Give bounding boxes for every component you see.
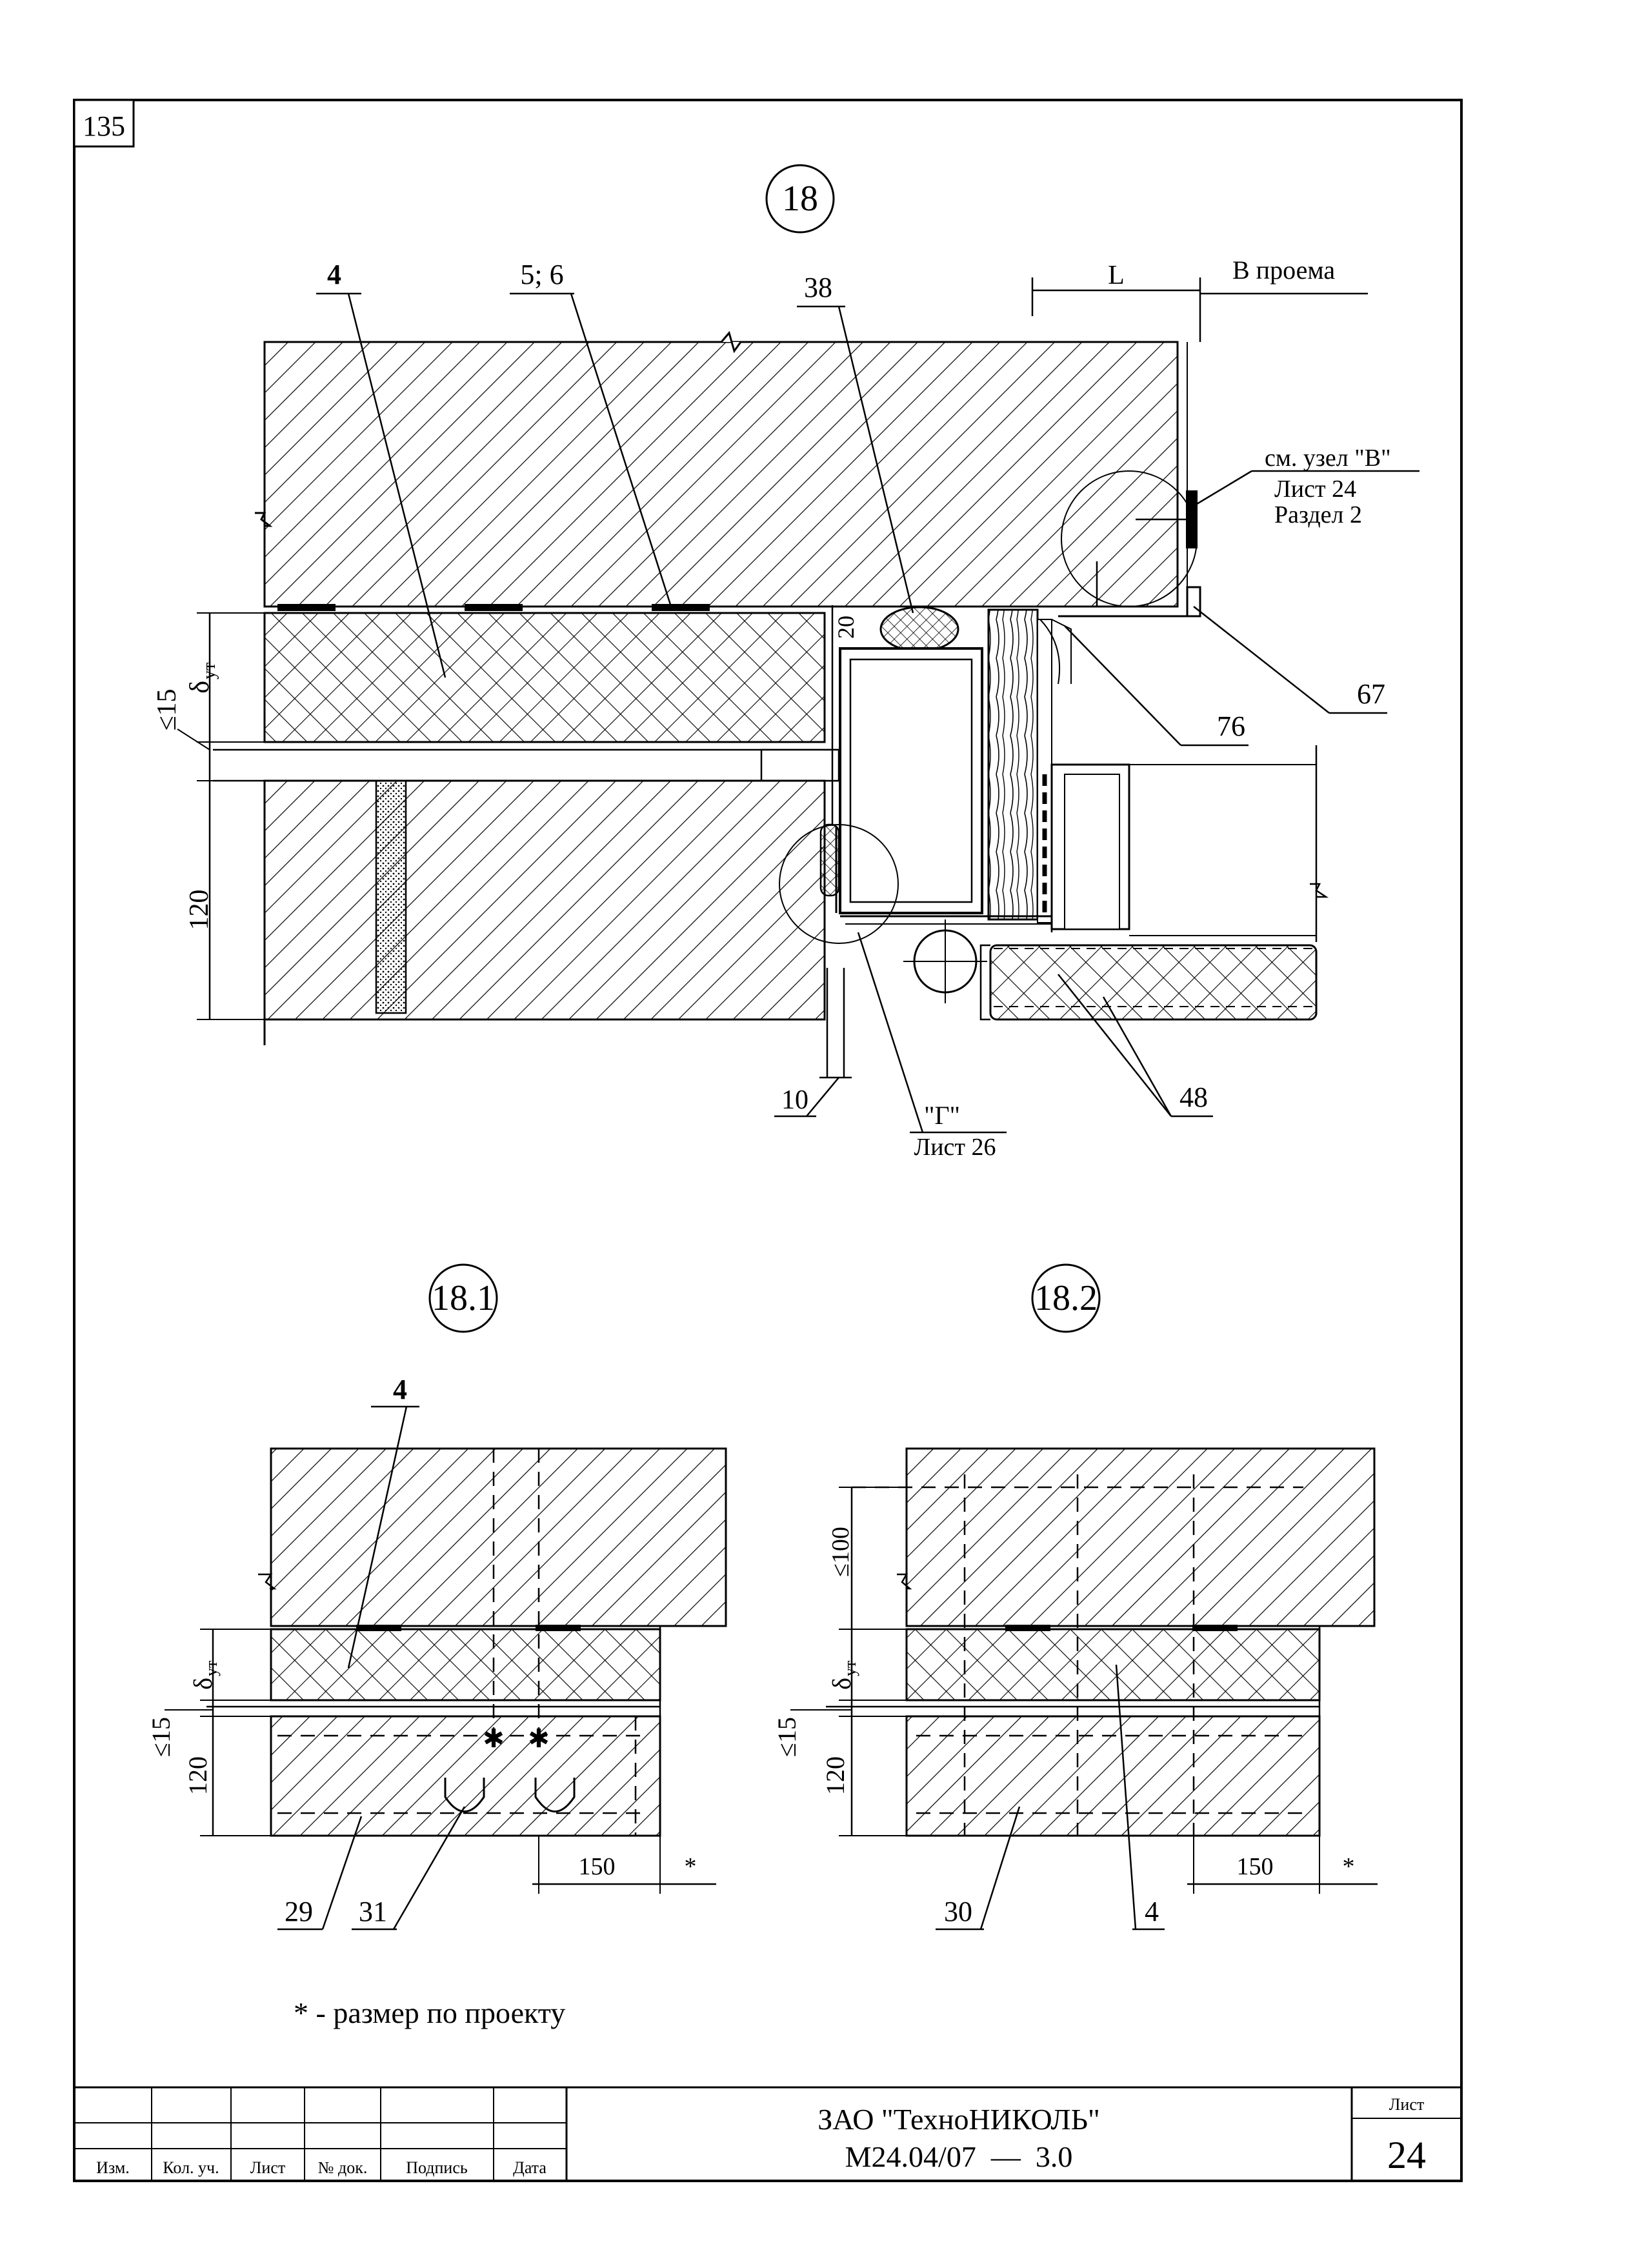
dim-18-2-le15: ≤15: [772, 1717, 801, 1757]
ref-g-line1: "Г": [924, 1101, 960, 1130]
detail-18: 18 20: [152, 164, 1419, 1161]
dim-18-2-delta-sub: ут: [841, 1661, 859, 1676]
label-76: 76: [1217, 710, 1245, 742]
callout-circle-v: [1061, 470, 1198, 607]
mortar-joint: [375, 779, 407, 1014]
dim-18-1-le15: ≤15: [146, 1717, 176, 1757]
detail-18-2-id: 18.2: [1034, 1278, 1098, 1318]
label-31: 31: [359, 1896, 387, 1927]
dim-18-1-star: *: [685, 1853, 697, 1880]
col-list: Лист: [250, 2158, 285, 2177]
sealant-38: [879, 606, 959, 652]
label-67: 67: [1357, 678, 1385, 710]
lower-wall-hatch: [263, 779, 826, 1021]
label-30: 30: [944, 1896, 972, 1927]
label-18-2-4: 4: [1145, 1896, 1159, 1927]
sheet-number: 24: [1387, 2134, 1426, 2176]
insulation-layer: [263, 612, 826, 743]
dim-18-1-delta-sub: ут: [202, 1661, 221, 1676]
sealant-strip: [277, 604, 336, 611]
dim-delta: δ: [185, 681, 215, 694]
company-name: ЗАО "ТехноНИКОЛЬ": [818, 2103, 1100, 2136]
sheet-label: Лист: [1389, 2095, 1424, 2114]
break-mark: [255, 512, 273, 527]
upper-wall-hatch: [263, 341, 1179, 608]
label-48: 48: [1179, 1081, 1208, 1113]
svg-text:✱: ✱: [528, 1724, 550, 1753]
label-10: 10: [781, 1085, 808, 1115]
dim-18-1-150: 150: [579, 1853, 616, 1880]
callout-circle-g: [779, 824, 899, 944]
doc-code: М24.04/07 — 3.0: [845, 2140, 1073, 2173]
col-podpis: Подпись: [406, 2158, 468, 2177]
dim-le15: ≤15: [152, 688, 182, 730]
title-block: Изм. Кол. уч. Лист № док. Подпись Дата З…: [74, 2086, 1461, 2181]
detail-18-1-id: 18.1: [432, 1278, 495, 1318]
detail-18-marker: [765, 164, 835, 234]
note-line3: Раздел 2: [1274, 501, 1362, 528]
dim-18-2-120: 120: [821, 1756, 850, 1795]
dim-L: L: [1108, 261, 1125, 290]
dim-18-2-star: *: [1343, 1853, 1355, 1880]
col-ndok: № док.: [318, 2158, 368, 2177]
opening-label: В проема: [1232, 256, 1335, 285]
label-18-1-4: 4: [393, 1374, 407, 1405]
label-4: 4: [327, 259, 341, 290]
col-data: Дата: [513, 2158, 547, 2177]
dim-18-2-delta: δ: [827, 1678, 856, 1690]
ref-g-line2: Лист 26: [914, 1134, 996, 1161]
dim-18-2-150: 150: [1237, 1853, 1274, 1880]
dim-120: 120: [185, 890, 214, 930]
corner-profile: [1058, 586, 1201, 617]
detail-18-1: 18.1 ✱ ✱ 4 δ ут ≤15 120: [146, 1263, 727, 1931]
sill-panel: [989, 944, 1318, 1021]
label-5-6: 5; 6: [520, 259, 563, 290]
dim-18-1-delta: δ: [188, 1678, 217, 1690]
sheet-frame: 135: [73, 99, 1463, 2182]
detail-18-2: 18.2 ≤100 δ ут ≤15 120 1: [772, 1263, 1378, 1931]
dim-delta-sub: ут: [199, 663, 219, 679]
svg-text:✱: ✱: [483, 1724, 505, 1753]
small-sealant: [819, 823, 840, 897]
detail-18-1-marker: [428, 1263, 498, 1333]
col-izm: Изм.: [96, 2158, 130, 2177]
col-kol: Кол. уч.: [163, 2158, 219, 2177]
sealant-strip: [465, 604, 523, 611]
label-38: 38: [804, 272, 832, 303]
sheet-corner-number: 135: [83, 110, 125, 142]
sealant-strip: [652, 604, 710, 611]
dim-18-1-120: 120: [183, 1756, 212, 1795]
note-line1: см. узел "В": [1265, 445, 1391, 472]
dim-20: 20: [833, 616, 859, 639]
label-29: 29: [285, 1896, 313, 1927]
detail-18-id: 18: [782, 179, 818, 219]
wooden-frame: [987, 608, 1039, 921]
break-mark: [720, 330, 742, 354]
footnote: * - размер по проекту: [294, 1996, 565, 2029]
dim-18-2-le100: ≤100: [827, 1527, 854, 1577]
detail-18-2-marker: [1031, 1263, 1101, 1333]
note-line2: Лист 24: [1274, 476, 1356, 503]
